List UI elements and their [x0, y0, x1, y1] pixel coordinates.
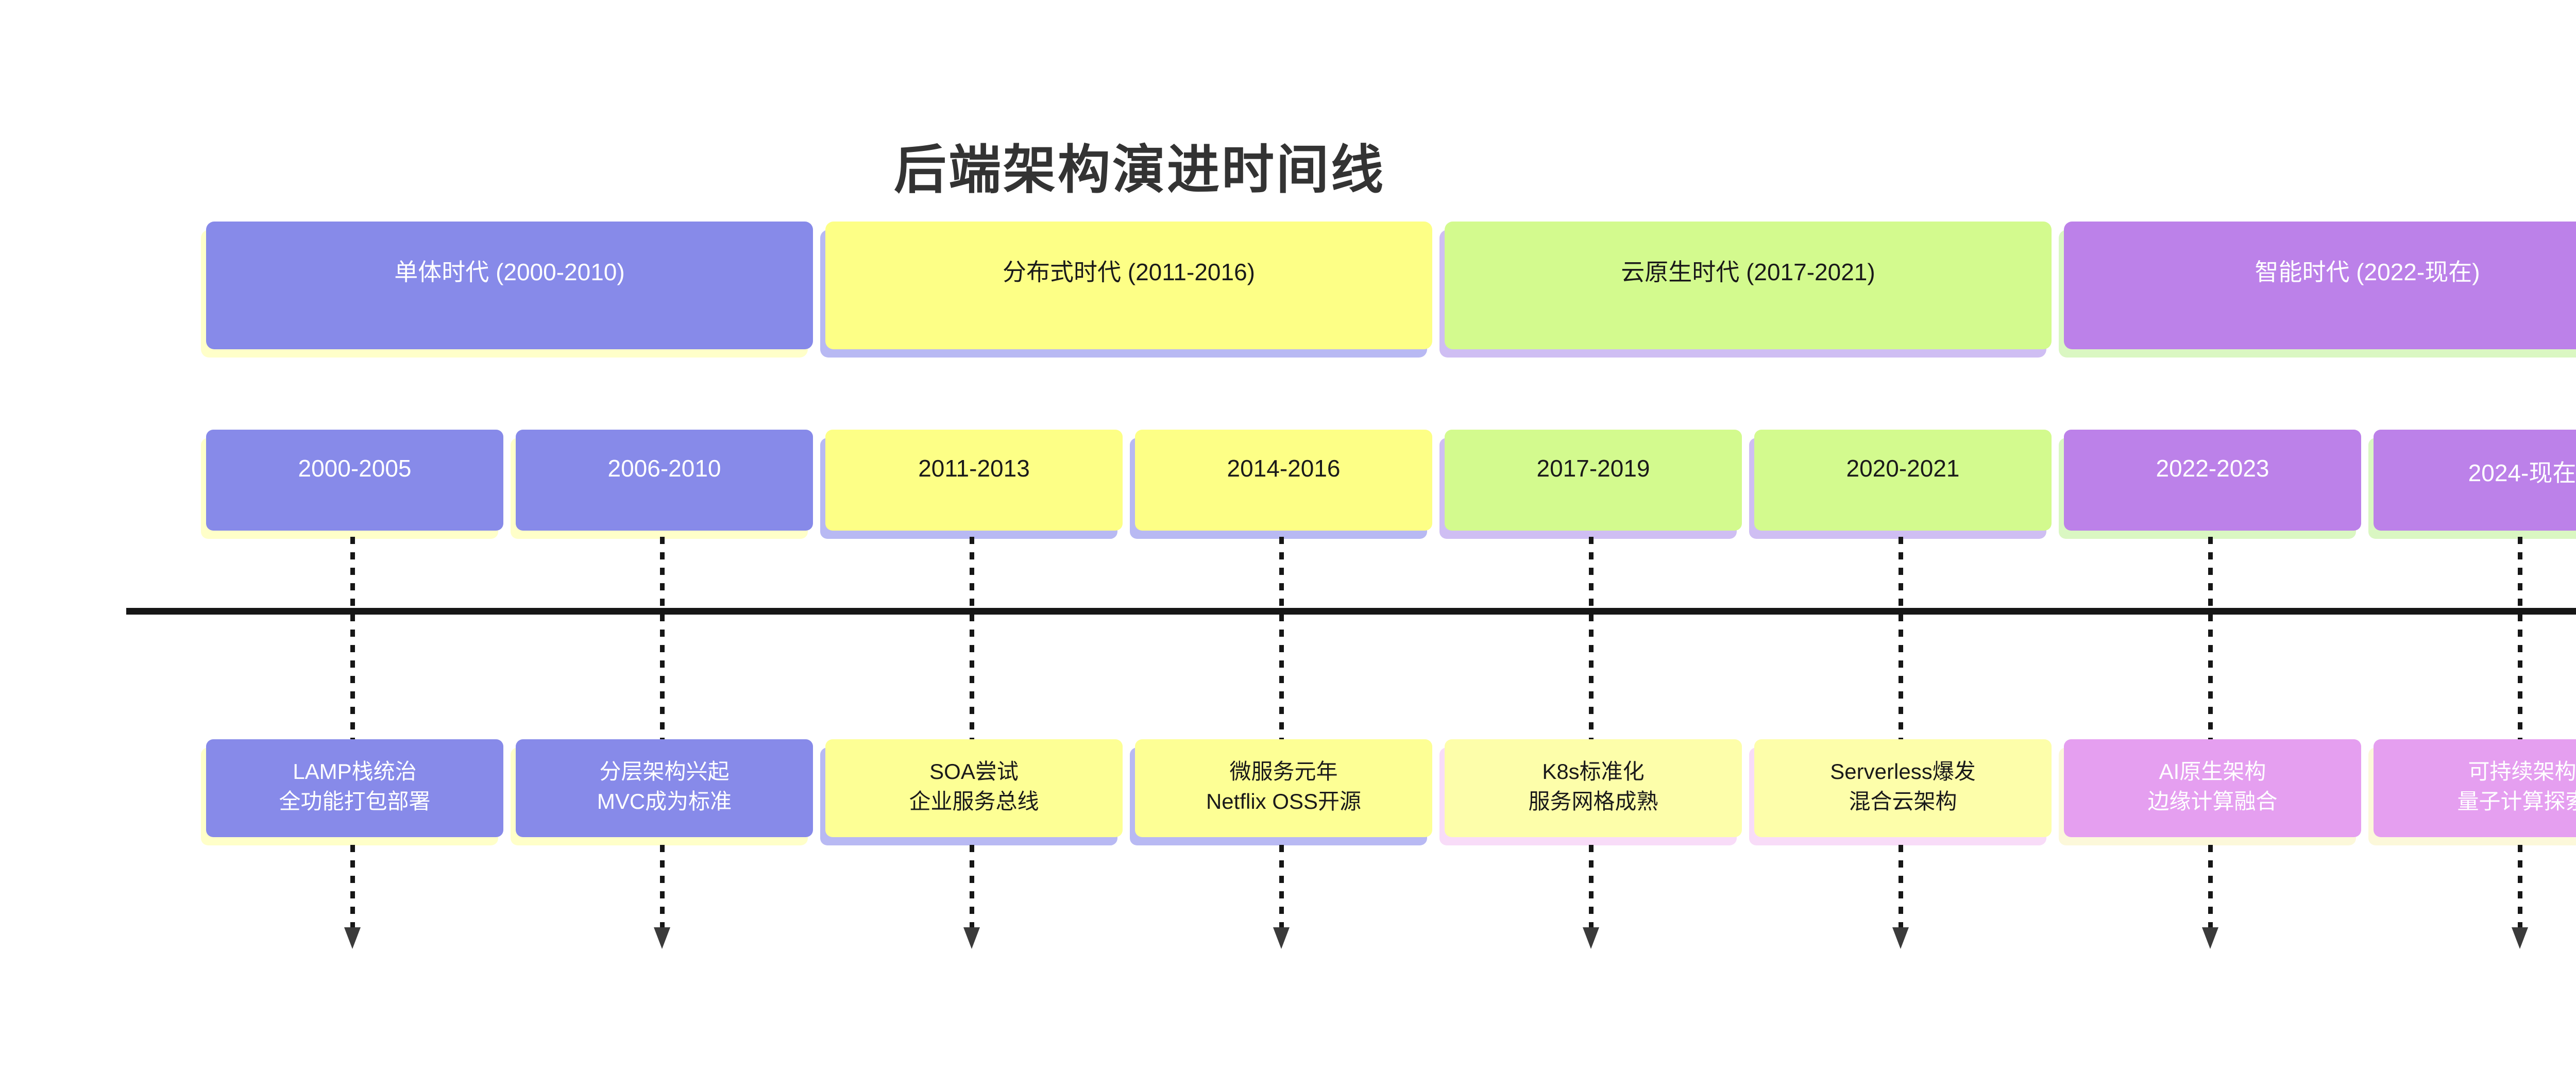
- period-box: 2014-2016: [1135, 430, 1432, 531]
- period-label: 2024-现在: [2468, 460, 2576, 486]
- period-label: 2020-2021: [1846, 455, 1960, 482]
- era-bar-intelligent: 智能时代 (2022-现在): [2064, 222, 2576, 349]
- period-box: 2011-2013: [825, 430, 1123, 531]
- period-label: 2017-2019: [1536, 455, 1650, 482]
- event-line: 企业服务总线: [909, 789, 1039, 813]
- event-line: SOA尝试: [929, 759, 1019, 784]
- event-line: MVC成为标准: [597, 789, 732, 813]
- event-line: Serverless爆发: [1830, 759, 1976, 784]
- dashed-connector: [2208, 845, 2213, 927]
- dashed-connector: [350, 537, 355, 739]
- period-box: 2000-2005: [206, 430, 503, 531]
- dashed-connector: [2518, 845, 2522, 927]
- period-box: 2024-现在: [2374, 430, 2576, 531]
- period-box: 2022-2023: [2064, 430, 2361, 531]
- down-arrow-icon: [2512, 927, 2528, 949]
- down-arrow-icon: [654, 927, 670, 949]
- period-box: 2017-2019: [1445, 430, 1742, 531]
- down-arrow-icon: [1892, 927, 1909, 949]
- period-label: 2011-2013: [918, 455, 1030, 482]
- event-line: Netflix OSS开源: [1206, 789, 1362, 813]
- event-line: 边缘计算融合: [2147, 789, 2278, 813]
- period-label: 2006-2010: [607, 455, 721, 482]
- period-box: 2020-2021: [1754, 430, 2052, 531]
- dashed-connector: [1589, 537, 1594, 739]
- event-line: 服务网格成熟: [1528, 789, 1658, 813]
- dashed-connector: [660, 845, 665, 927]
- period-label: 2014-2016: [1227, 455, 1341, 482]
- era-label: 单体时代 (2000-2010): [394, 259, 625, 285]
- dashed-connector: [970, 845, 974, 927]
- dashed-connector: [1279, 845, 1284, 927]
- page-title: 后端架构演进时间线: [894, 141, 1385, 199]
- dashed-connector: [1589, 845, 1594, 927]
- era-bar-distributed: 分布式时代 (2011-2016): [825, 222, 1432, 349]
- dashed-connector: [2208, 537, 2213, 739]
- dashed-connector: [660, 537, 665, 739]
- event-line: K8s标准化: [1542, 759, 1645, 784]
- era-bar-cloudnative: 云原生时代 (2017-2021): [1445, 222, 2052, 349]
- era-label: 云原生时代 (2017-2021): [1621, 259, 1875, 285]
- down-arrow-icon: [344, 927, 361, 949]
- event-line: AI原生架构: [2159, 759, 2266, 784]
- down-arrow-icon: [2202, 927, 2218, 949]
- event-line: 微服务元年: [1229, 759, 1338, 784]
- event-box: Serverless爆发混合云架构: [1754, 739, 2052, 837]
- event-line: 分层架构兴起: [599, 759, 730, 784]
- era-label: 智能时代 (2022-现在): [2255, 259, 2480, 285]
- timeline-axis: [126, 608, 2576, 615]
- dashed-connector: [970, 537, 974, 739]
- event-box: 分层架构兴起 MVC成为标准: [516, 739, 813, 837]
- dashed-connector: [2518, 537, 2522, 739]
- event-box: K8s标准化服务网格成熟: [1445, 739, 1742, 837]
- event-box: LAMP栈统治全功能打包部署: [206, 739, 503, 837]
- event-line: 可持续架构: [2468, 759, 2576, 784]
- period-label: 2022-2023: [2156, 455, 2269, 482]
- era-label: 分布式时代 (2011-2016): [1003, 259, 1255, 285]
- era-bar-monolith: 单体时代 (2000-2010): [206, 222, 813, 349]
- event-box: AI原生架构边缘计算融合: [2064, 739, 2361, 837]
- dashed-connector: [1279, 537, 1284, 739]
- down-arrow-icon: [1273, 927, 1290, 949]
- dashed-connector: [1899, 845, 1903, 927]
- dashed-connector: [1899, 537, 1903, 739]
- event-line: 全功能打包部署: [279, 789, 431, 813]
- dashed-connector: [350, 845, 355, 927]
- event-line: 混合云架构: [1849, 789, 1957, 813]
- down-arrow-icon: [1583, 927, 1599, 949]
- period-box: 2006-2010: [516, 430, 813, 531]
- period-label: 2000-2005: [298, 455, 412, 482]
- down-arrow-icon: [963, 927, 980, 949]
- event-line: LAMP栈统治: [293, 759, 417, 784]
- event-box: 可持续架构量子计算探索: [2374, 739, 2576, 837]
- event-box: SOA尝试企业服务总线: [825, 739, 1123, 837]
- event-line: 量子计算探索: [2457, 789, 2576, 813]
- event-box: 微服务元年 Netflix OSS开源: [1135, 739, 1432, 837]
